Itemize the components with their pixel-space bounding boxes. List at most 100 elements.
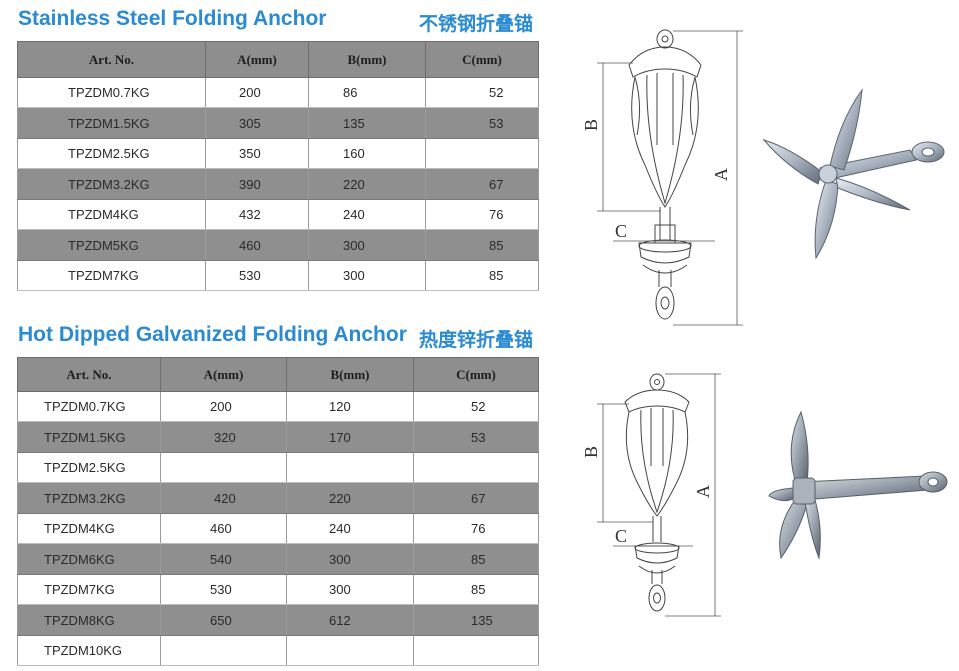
cell-c: 85 — [413, 574, 539, 605]
cell-art-no: TPZDM0.7KG — [17, 77, 206, 108]
cell-b: 612 — [286, 604, 414, 636]
header-c: C(mm) — [425, 41, 539, 78]
table-row: TPZDM8KG 650 612 135 — [17, 604, 539, 636]
cell-b: 170 — [286, 421, 414, 453]
dimension-label-a: A — [711, 168, 731, 181]
table-row: TPZDM2.5KG 350 160 — [17, 138, 539, 169]
cell-c: 85 — [425, 229, 539, 261]
cell-art-no: TPZDM1.5KG — [17, 421, 161, 453]
header-a: A(mm) — [205, 41, 309, 78]
stainless-anchor-table: Art. No. A(mm) B(mm) C(mm) TPZDM0.7KG 20… — [17, 41, 539, 291]
table-row: TPZDM7KG 530 300 85 — [17, 574, 539, 605]
table-row: TPZDM5KG 460 300 85 — [17, 229, 539, 261]
cell-art-no: TPZDM10KG — [17, 635, 161, 666]
cell-b — [286, 452, 414, 483]
header-b: B(mm) — [308, 41, 426, 78]
cell-c: 85 — [425, 260, 539, 291]
cell-art-no: TPZDM1.5KG — [17, 107, 206, 139]
cell-b: 240 — [286, 513, 414, 544]
cell-a: 540 — [160, 543, 287, 575]
cell-b — [286, 635, 414, 666]
header-b: B(mm) — [286, 357, 414, 392]
table-row: TPZDM4KG 460 240 76 — [17, 513, 539, 544]
galvanized-anchor-table: Art. No. A(mm) B(mm) C(mm) TPZDM0.7KG 20… — [17, 357, 539, 666]
dimension-label-a: A — [693, 485, 713, 498]
cell-a: 432 — [205, 199, 309, 230]
cell-art-no: TPZDM4KG — [17, 513, 161, 544]
dimension-label-c: C — [615, 526, 627, 546]
cell-art-no: TPZDM8KG — [17, 604, 161, 636]
cell-c: 67 — [413, 482, 539, 514]
table-row: TPZDM10KG — [17, 635, 539, 666]
section1-title-cn: 不锈钢折叠锚 — [419, 13, 534, 35]
cell-c: 53 — [413, 421, 539, 453]
galvanized-anchor-photo — [768, 410, 948, 560]
cell-art-no: TPZDM4KG — [17, 199, 206, 230]
cell-art-no: TPZDM7KG — [17, 574, 161, 605]
cell-a: 200 — [205, 77, 309, 108]
cell-b: 120 — [286, 391, 414, 422]
cell-c — [425, 138, 539, 169]
table-row: TPZDM3.2KG 420 220 67 — [17, 482, 539, 514]
cell-c: 76 — [413, 513, 539, 544]
cell-b: 220 — [308, 168, 426, 200]
section2-title-cn: 热度锌折叠锚 — [419, 329, 534, 351]
cell-a: 530 — [205, 260, 309, 291]
anchor-dimension-drawing-2: B A C — [581, 373, 721, 617]
cell-art-no: TPZDM2.5KG — [17, 452, 161, 483]
cell-a: 460 — [160, 513, 287, 544]
cell-c: 135 — [413, 604, 539, 636]
table-row: TPZDM0.7KG 200 86 52 — [17, 77, 539, 108]
cell-b: 220 — [286, 482, 414, 514]
cell-b: 300 — [308, 260, 426, 291]
dimension-label-b: B — [581, 119, 601, 131]
cell-a: 650 — [160, 604, 287, 636]
cell-a: 200 — [160, 391, 287, 422]
cell-a: 350 — [205, 138, 309, 169]
section2-title: Hot Dipped Galvanized Folding Anchor — [18, 323, 407, 346]
cell-a: 420 — [160, 482, 287, 514]
cell-c: 53 — [425, 107, 539, 139]
header-art-no: Art. No. — [17, 357, 161, 392]
header-a: A(mm) — [160, 357, 287, 392]
cell-b: 300 — [286, 574, 414, 605]
cell-a — [160, 452, 287, 483]
cell-a — [160, 635, 287, 666]
cell-art-no: TPZDM3.2KG — [17, 168, 206, 200]
cell-a: 530 — [160, 574, 287, 605]
cell-b: 300 — [308, 229, 426, 261]
cell-art-no: TPZDM2.5KG — [17, 138, 206, 169]
cell-c: 52 — [425, 77, 539, 108]
table-row: TPZDM1.5KG 305 135 53 — [17, 107, 539, 139]
table-row: TPZDM4KG 432 240 76 — [17, 199, 539, 230]
cell-art-no: TPZDM3.2KG — [17, 482, 161, 514]
cell-a: 460 — [205, 229, 309, 261]
dimension-label-c: C — [615, 221, 627, 241]
anchor-dimension-drawing-1: B A C — [581, 29, 743, 326]
cell-c: 52 — [413, 391, 539, 422]
cell-a: 305 — [205, 107, 309, 139]
cell-c: 85 — [413, 543, 539, 575]
cell-b: 160 — [308, 138, 426, 169]
cell-c: 76 — [425, 199, 539, 230]
cell-art-no: TPZDM7KG — [17, 260, 206, 291]
cell-art-no: TPZDM5KG — [17, 229, 206, 261]
stainless-anchor-photo — [762, 88, 945, 260]
dimension-label-b: B — [581, 446, 601, 458]
cell-b: 135 — [308, 107, 426, 139]
cell-a: 390 — [205, 168, 309, 200]
cell-b: 300 — [286, 543, 414, 575]
header-c: C(mm) — [413, 357, 539, 392]
cell-b: 240 — [308, 199, 426, 230]
section1-title: Stainless Steel Folding Anchor — [18, 7, 327, 30]
table-row: TPZDM7KG 530 300 85 — [17, 260, 539, 291]
cell-art-no: TPZDM0.7KG — [17, 391, 161, 422]
cell-a: 320 — [160, 421, 287, 453]
cell-c — [413, 452, 539, 483]
table-header-row: Art. No. A(mm) B(mm) C(mm) — [17, 357, 539, 392]
table-row: TPZDM3.2KG 390 220 67 — [17, 168, 539, 200]
cell-c — [413, 635, 539, 666]
table-row: TPZDM1.5KG 320 170 53 — [17, 421, 539, 453]
cell-c: 67 — [425, 168, 539, 200]
cell-art-no: TPZDM6KG — [17, 543, 161, 575]
